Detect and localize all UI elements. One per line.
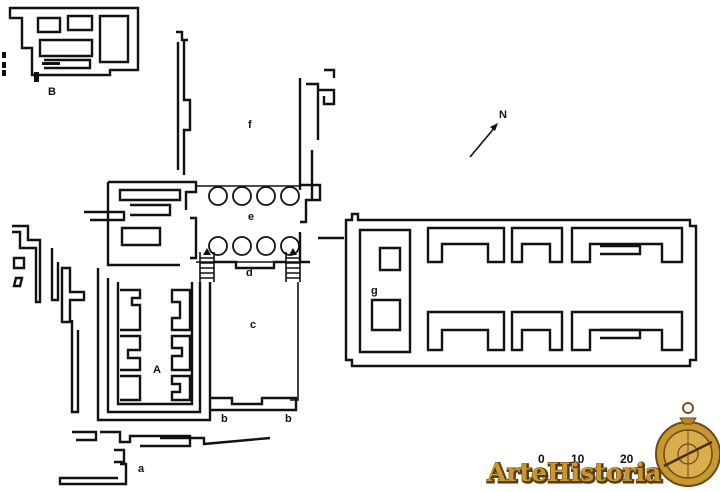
label-b-left: b <box>221 413 228 425</box>
watermark-text: ArteHistoria <box>486 458 661 487</box>
scale-tick-20: 20 <box>620 452 634 466</box>
column <box>232 236 252 256</box>
corridor-f <box>176 30 336 200</box>
label-b-right: b <box>285 413 292 425</box>
label-f: f <box>248 119 252 131</box>
north-label: N <box>499 109 507 121</box>
label-c: c <box>250 319 256 331</box>
scale-tick-0: 0 <box>538 452 545 466</box>
label-d: d <box>246 267 253 279</box>
west-structures <box>12 224 86 414</box>
label-g: g <box>371 285 378 297</box>
label-e: e <box>248 211 254 223</box>
astrolabe-icon <box>655 402 720 487</box>
north-arrow-icon <box>469 123 498 158</box>
watermark-shadow: ArteHistoria <box>487 459 662 488</box>
scale-tick-10: 10 <box>571 452 585 466</box>
column <box>232 186 252 206</box>
label-a-main: A <box>153 364 161 376</box>
column <box>256 186 276 206</box>
column <box>280 186 300 206</box>
watermark-logo: ArteHistoria ArteHistoria <box>486 458 664 490</box>
label-b-inset: B <box>48 86 56 98</box>
stairs-d <box>199 248 301 282</box>
magazines-g <box>344 212 698 368</box>
column <box>208 186 228 206</box>
column <box>280 236 300 256</box>
column <box>208 236 228 256</box>
courtyard-c <box>199 282 299 401</box>
inset-plan-b <box>2 6 140 82</box>
column <box>256 236 276 256</box>
building-a <box>96 268 298 422</box>
label-a-entrance: a <box>138 463 145 475</box>
entrance-a <box>58 430 271 486</box>
